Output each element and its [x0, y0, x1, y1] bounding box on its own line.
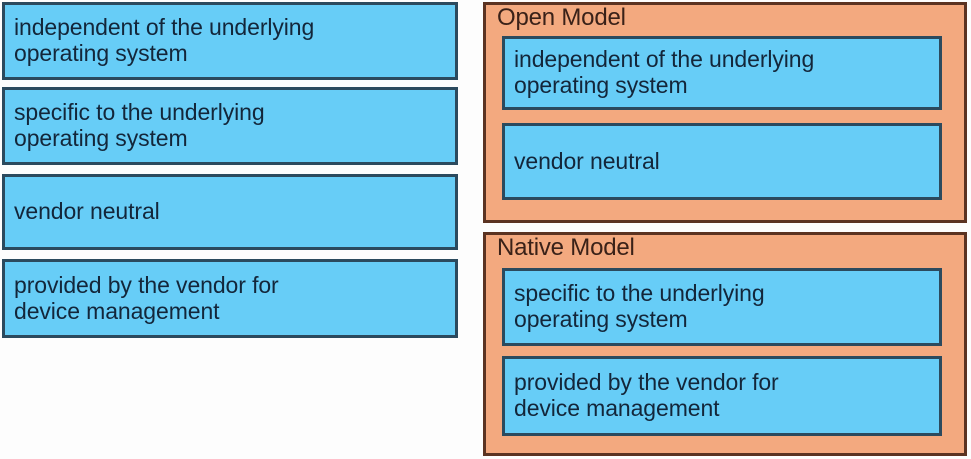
panel-open-model-item-vendor-neutral[interactable]: vendor neutral [502, 123, 942, 200]
answer-choice-label: provided by the vendor for device manage… [14, 271, 279, 324]
dropped-tile-label: vendor neutral [514, 147, 660, 174]
answer-choice-provided-by-vendor[interactable]: provided by the vendor for device manage… [2, 259, 458, 338]
dropped-tile-label: provided by the vendor for device manage… [514, 369, 779, 421]
panel-open-model-item-independent[interactable]: independent of the underlying operating … [502, 36, 942, 110]
panel-native-model[interactable]: Native Model specific to the underlying … [483, 232, 967, 456]
answer-choice-label: specific to the underlying operating sys… [14, 99, 265, 151]
answer-choice-label: independent of the underlying operating … [14, 14, 315, 66]
panel-open-model-title: Open Model [497, 4, 626, 31]
dropped-tile-label: independent of the underlying operating … [514, 46, 815, 98]
answer-choice-label: vendor neutral [14, 198, 160, 225]
answer-choice-specific[interactable]: specific to the underlying operating sys… [2, 87, 458, 165]
dropped-tile-label: specific to the underlying operating sys… [514, 280, 765, 332]
answer-choice-vendor-neutral[interactable]: vendor neutral [2, 174, 458, 250]
panel-native-model-title: Native Model [497, 234, 635, 261]
panel-native-model-item-provided[interactable]: provided by the vendor for device manage… [502, 356, 942, 436]
panel-native-model-item-specific[interactable]: specific to the underlying operating sys… [502, 268, 942, 346]
panel-open-model[interactable]: Open Model independent of the underlying… [483, 2, 967, 223]
answer-choice-independent[interactable]: independent of the underlying operating … [2, 2, 458, 80]
